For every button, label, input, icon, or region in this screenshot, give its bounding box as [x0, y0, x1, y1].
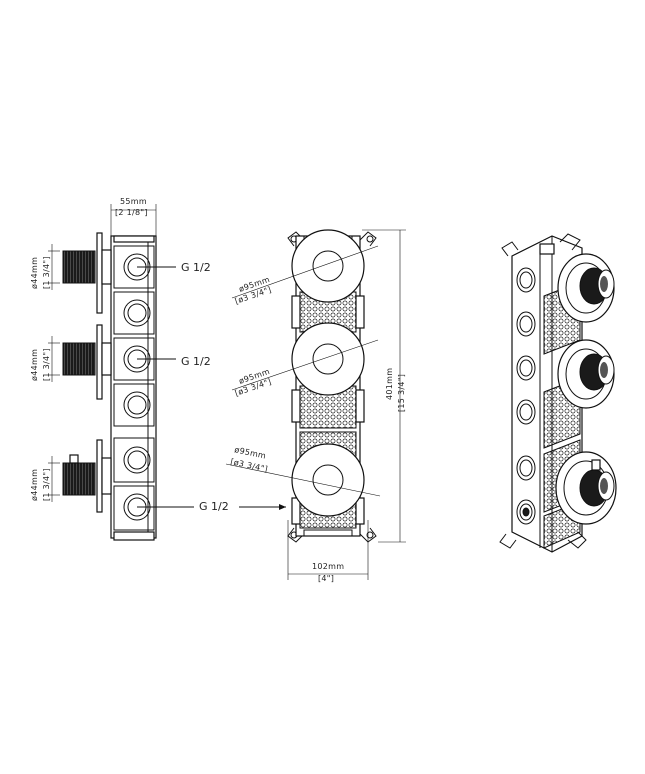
handle-1-diameter-in: [1 3/4"] — [42, 256, 51, 289]
front-width-mm: 102mm — [312, 562, 344, 571]
front-cover-plate-1 — [291, 229, 365, 303]
front-cover-plate-2 — [291, 322, 365, 396]
front-height-in: [15 3/4"] — [397, 374, 406, 412]
connection-label-2: G 1/2 — [181, 355, 211, 368]
side-handle-1 — [62, 250, 96, 284]
handle-2-diameter-mm: ø44mm — [30, 349, 39, 381]
handle-1-diameter-mm: ø44mm — [30, 257, 39, 289]
iso-knob-1 — [557, 253, 615, 323]
front-width-dimension: 102mm [4"] — [287, 520, 369, 583]
side-handle-3 — [62, 462, 96, 496]
side-wall-plate-1 — [96, 232, 103, 314]
isometric-view — [499, 233, 617, 553]
handle-3-diameter-in: [1 3/4"] — [42, 468, 51, 501]
connection-label-1: G 1/2 — [181, 261, 211, 274]
side-width-mm: 55mm — [120, 197, 147, 206]
iso-knob-2 — [557, 339, 615, 409]
front-view: ø95mm [ø3 3/4"] ø95mm [ø3 3/4"] ø95mm [ø… — [225, 229, 406, 583]
front-cover-plate-3 — [291, 443, 365, 517]
front-height-mm: 401mm — [385, 368, 394, 400]
iso-knob-3 — [555, 451, 617, 525]
connection-label-3: G 1/2 — [199, 500, 229, 513]
handle-3-diameter-mm: ø44mm — [30, 469, 39, 501]
side-view: 55mm [2 1/8"] — [30, 197, 286, 541]
handle-2-diameter-in: [1 3/4"] — [42, 348, 51, 381]
iso-port-modules — [516, 267, 536, 525]
side-handle-dimensions: ø44mm [1 3/4"] ø44mm [1 3/4"] ø44mm [1 3… — [30, 244, 60, 502]
front-height-dimension: 401mm [15 3/4"] — [362, 229, 406, 543]
side-handle-2 — [62, 342, 96, 376]
side-wall-plate-2 — [96, 324, 103, 400]
side-wall-plate-3 — [96, 439, 103, 513]
side-width-dimension: 55mm [2 1/8"] — [110, 197, 157, 236]
side-valve-body — [110, 235, 157, 539]
connection-labels: G 1/2 G 1/2 G 1/2 — [137, 261, 286, 513]
front-width-in: [4"] — [318, 574, 334, 583]
side-width-in: [2 1/8"] — [115, 208, 148, 217]
